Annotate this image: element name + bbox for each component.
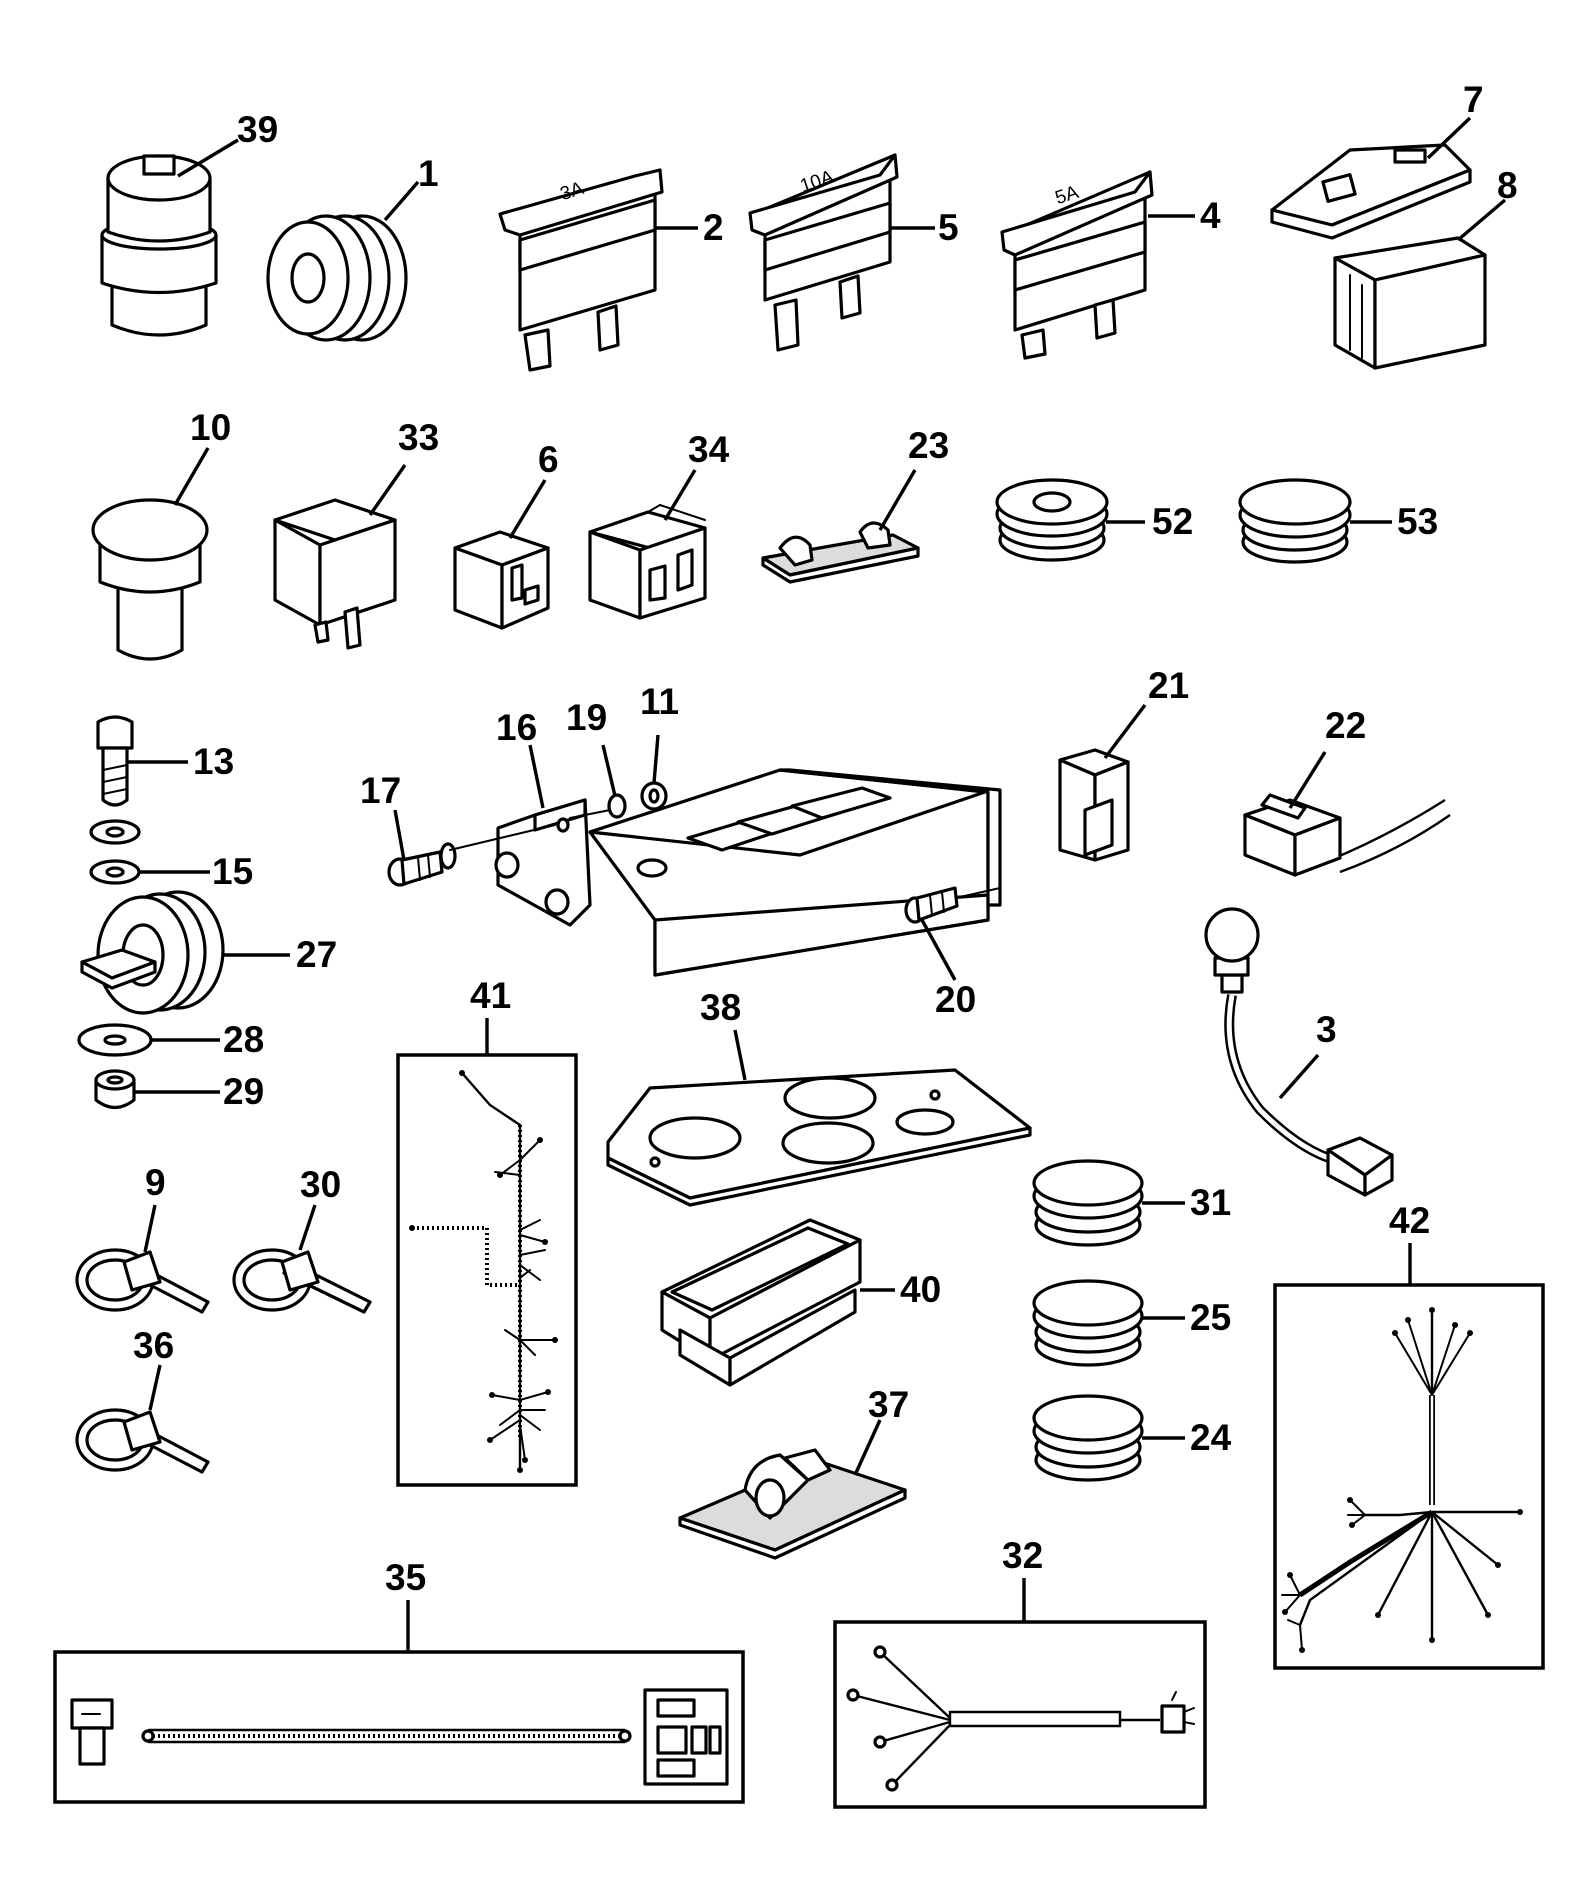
part-17-bolt (387, 809, 556, 887)
part-31-plug (1032, 1159, 1185, 1247)
part-2-fuse (498, 168, 698, 372)
part-52-grommet (995, 478, 1145, 562)
callout-21: 21 (1148, 665, 1189, 706)
part-24-plug (1032, 1394, 1185, 1482)
callout-41: 41 (470, 975, 511, 1016)
callout-6: 6 (538, 439, 559, 480)
callout-19: 19 (566, 697, 607, 738)
part-6-mini-relay (453, 479, 550, 630)
callout-33: 33 (398, 417, 439, 458)
callout-31: 31 (1190, 1182, 1231, 1223)
callout-29: 29 (223, 1071, 264, 1112)
callout-34: 34 (688, 429, 730, 470)
part-22-connector (1243, 751, 1451, 877)
part-13-washer (89, 819, 141, 845)
callout-27: 27 (296, 934, 337, 975)
callout-39: 39 (237, 109, 278, 150)
callout-3: 3 (1316, 1009, 1337, 1050)
part-37-clip (678, 1419, 907, 1560)
part-38-gasket (606, 1029, 1032, 1207)
callout-16: 16 (496, 707, 537, 748)
callout-7: 7 (1463, 79, 1484, 120)
part-32-harness-box (833, 1578, 1207, 1809)
callout-35: 35 (385, 1557, 426, 1598)
callout-17: 17 (360, 770, 401, 811)
callout-11: 11 (640, 681, 679, 722)
part-4-fuse (1000, 170, 1195, 360)
callout-20: 20 (935, 979, 976, 1020)
part-20-bolt (904, 886, 1001, 981)
part-1-grommet (266, 180, 420, 342)
part-36-cable-tie (75, 1364, 210, 1474)
callout-23: 23 (908, 425, 949, 466)
callout-10: 10 (190, 407, 231, 448)
part-34-relay-socket (588, 469, 707, 620)
part-35-harness-box (53, 1600, 745, 1804)
part-9-cable-tie (75, 1204, 210, 1314)
part-28-washer (77, 1023, 220, 1057)
part-27-grommet (80, 890, 290, 1015)
callout-1: 1 (418, 153, 439, 194)
part-53-plug (1238, 478, 1392, 564)
part-23-clip (761, 469, 920, 584)
callout-8: 8 (1497, 165, 1518, 206)
callout-52: 52 (1152, 501, 1193, 542)
callout-42: 42 (1389, 1200, 1430, 1241)
callout-53: 53 (1397, 501, 1438, 542)
part-30-cable-tie (232, 1204, 372, 1314)
part-33-relay (273, 464, 407, 650)
callout-40: 40 (900, 1269, 941, 1310)
part-3-harness (1204, 907, 1394, 1197)
part-13-bolt (96, 715, 188, 807)
callout-32: 32 (1002, 1535, 1043, 1576)
callout-4: 4 (1200, 195, 1221, 236)
callout-15: 15 (212, 851, 253, 892)
callout-28: 28 (223, 1019, 264, 1060)
part-29-nut (94, 1069, 220, 1110)
callout-22: 22 (1325, 705, 1366, 746)
part-25-plug (1032, 1279, 1185, 1367)
part-21-connector (1058, 703, 1147, 862)
part-16-mounting-bracket (494, 744, 1002, 977)
part-15-washer (89, 859, 210, 885)
part-7-switch-cap (1270, 116, 1472, 240)
part-11-nut (640, 734, 668, 811)
callout-24: 24 (1190, 1417, 1232, 1458)
callout-36: 36 (133, 1325, 174, 1366)
callout-5: 5 (938, 207, 959, 248)
callout-37: 37 (868, 1384, 909, 1425)
part-39-knob (100, 138, 239, 337)
callout-2: 2 (703, 207, 724, 248)
part-41-harness-box (396, 1018, 578, 1487)
callout-13: 13 (193, 741, 234, 782)
part-10-plug (91, 447, 210, 661)
callout-25: 25 (1190, 1297, 1231, 1338)
callout-9: 9 (145, 1162, 166, 1203)
part-42-harness-box (1273, 1243, 1545, 1670)
part-5-fuse (748, 153, 935, 352)
callout-38: 38 (700, 987, 741, 1028)
part-19-washer (569, 744, 627, 819)
part-8-rocker-switch (1333, 198, 1507, 370)
part-40-switch-housing (660, 1218, 895, 1387)
callout-30: 30 (300, 1164, 341, 1205)
